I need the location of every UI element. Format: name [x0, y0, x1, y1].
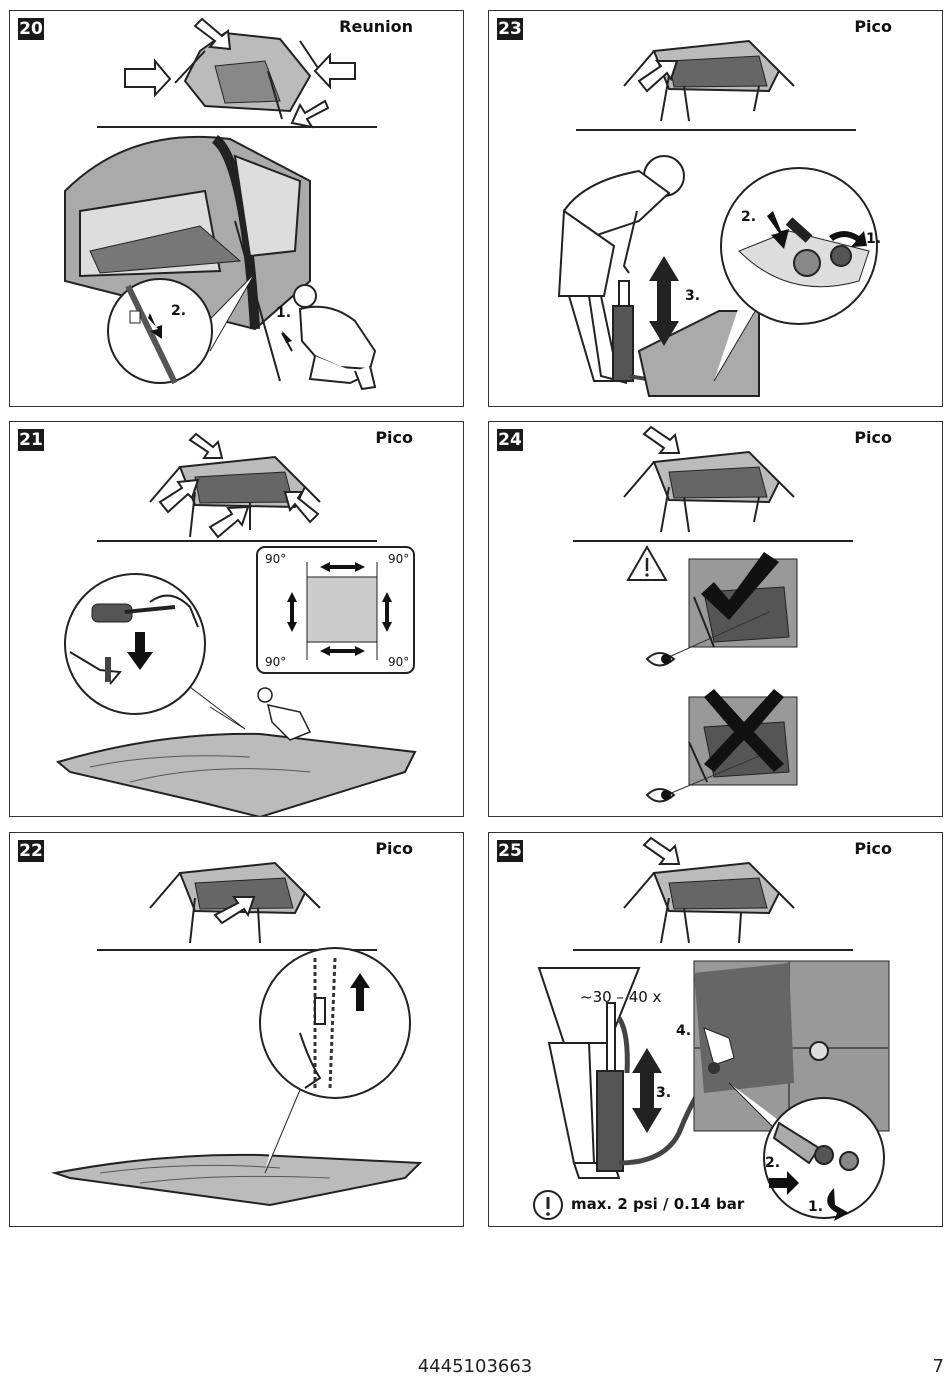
tent-overview-illustration — [64, 17, 377, 391]
angle-label-bottom-right: 90° — [388, 655, 410, 669]
inflate-frame-illustration — [533, 836, 890, 1221]
zip-door-illustration — [51, 861, 423, 1207]
stake-floor-illustration — [55, 432, 417, 816]
step-label-2: 2. — [765, 1155, 781, 1171]
step-number: 20 — [18, 18, 44, 40]
model-label: Pico — [854, 428, 892, 447]
step-21-panel: 21 Pico — [9, 421, 464, 817]
step-number: 22 — [18, 840, 44, 862]
step-label-1: 1. — [276, 305, 292, 321]
step-24-panel: 24 Pico — [488, 421, 943, 817]
step-label-4: 4. — [676, 1023, 692, 1039]
step-number: 21 — [18, 429, 44, 451]
step-label-2: 2. — [171, 303, 187, 319]
step-label-1: 1. — [866, 231, 882, 247]
step-number: 24 — [497, 429, 523, 451]
step-23-panel: 23 Pico 2. 1. 3. — [488, 10, 943, 407]
step-number: 25 — [497, 840, 523, 862]
step-22-panel: 22 Pico — [9, 832, 464, 1227]
document-code: 4445103663 — [417, 1356, 533, 1377]
step-label-2: 2. — [741, 209, 757, 225]
step-label-3: 3. — [656, 1085, 672, 1101]
step-25-panel: 25 Pico — [488, 832, 943, 1227]
max-pressure-warning: max. 2 psi / 0.14 bar — [571, 1195, 745, 1213]
step-number: 23 — [497, 18, 523, 40]
angle-label-bottom-left: 90° — [265, 655, 287, 669]
pole-alignment-illustration — [573, 425, 853, 803]
model-label: Pico — [854, 17, 892, 36]
page-number: 7 — [932, 1356, 944, 1377]
model-label: Reunion — [339, 17, 413, 36]
model-label: Pico — [375, 428, 413, 447]
step-label-1: 1. — [808, 1199, 824, 1215]
model-label: Pico — [854, 839, 892, 858]
step-label-3: 3. — [685, 288, 701, 304]
angle-label-top-right: 90° — [388, 552, 410, 566]
model-label: Pico — [375, 839, 413, 858]
step-20-panel: 20 Reunion 2. 1. — [9, 10, 464, 407]
inflate-pump-illustration — [557, 39, 878, 397]
pump-count-label: ~30 – 40 x — [580, 988, 662, 1006]
angle-label-top-left: 90° — [265, 552, 287, 566]
